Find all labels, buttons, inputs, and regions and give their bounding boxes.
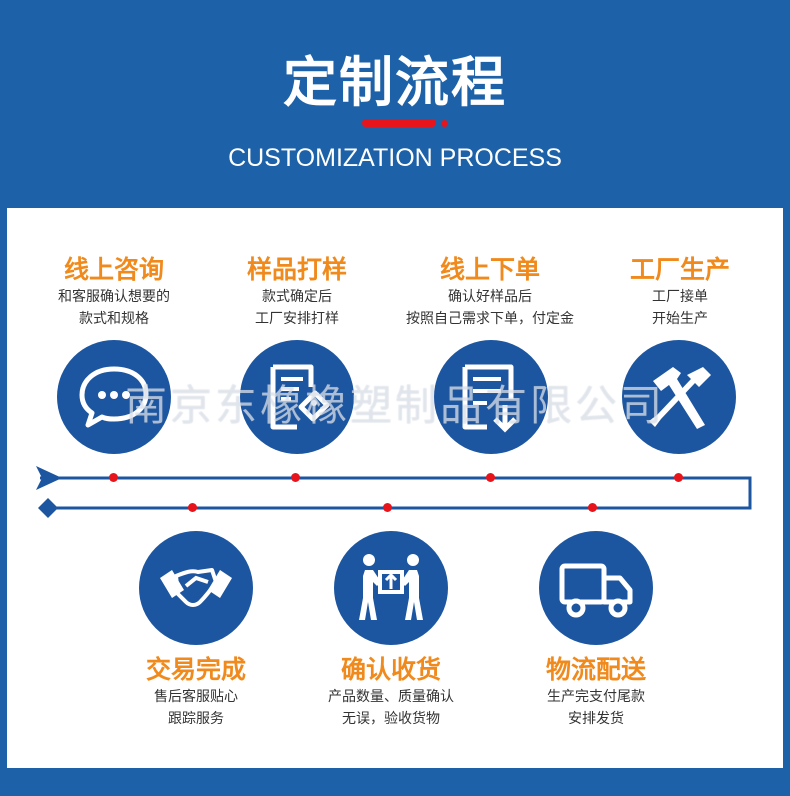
step-icon-circle [334, 531, 448, 645]
step-icon-circle [434, 340, 548, 454]
timeline-dot [291, 473, 300, 482]
step-desc: 确认好样品后 [448, 289, 532, 305]
step-desc: 产品数量、质量确认 [328, 689, 454, 705]
hammer-screwdriver-icon [649, 367, 711, 429]
timeline-arrow-icon [36, 466, 62, 490]
step-logistics-delivery: 物流配送 生产完支付尾款 安排发货 [521, 654, 671, 730]
step-desc: 售后客服贴心 [154, 689, 238, 705]
title-underline-bar [362, 119, 436, 127]
step-icon-circle [139, 531, 253, 645]
timeline-dot [674, 473, 683, 482]
step-desc: 和客服确认想要的 [58, 289, 170, 305]
process-panel [7, 208, 783, 768]
package-handover-icon [359, 554, 423, 620]
step-title: 线上下单 [439, 255, 540, 284]
step-desc: 工厂安排打样 [255, 311, 339, 327]
step-title: 交易完成 [145, 655, 246, 684]
step-title: 样品打样 [246, 255, 347, 284]
step-icon-circle [539, 531, 653, 645]
step-factory-production: 工厂生产 工厂接单 开始生产 [605, 254, 755, 330]
timeline-dot [188, 503, 197, 512]
delivery-truck-icon [559, 563, 633, 618]
step-title: 工厂生产 [629, 255, 730, 284]
timeline-dot [383, 503, 392, 512]
step-desc: 安排发货 [568, 711, 624, 727]
page-subtitle: CUSTOMIZATION PROCESS [228, 144, 562, 172]
step-desc: 按照自己需求下单，付定金 [406, 311, 574, 327]
handshake-icon [160, 568, 232, 607]
step-online-consult: 线上咨询 和客服确认想要的 款式和规格 [39, 254, 189, 330]
step-title: 线上咨询 [63, 255, 164, 284]
header: 定制流程 CUSTOMIZATION PROCESS [0, 0, 790, 208]
step-desc: 款式和规格 [79, 311, 149, 327]
step-desc: 款式确定后 [262, 289, 332, 305]
timeline-diamond-icon [38, 498, 58, 518]
step-title: 物流配送 [545, 655, 646, 684]
step-confirm-receipt: 确认收货 产品数量、质量确认 无误，验收货物 [306, 654, 476, 730]
step-icon-circle [622, 340, 736, 454]
step-icon-circle [240, 340, 354, 454]
page-title: 定制流程 [283, 51, 507, 114]
timeline-dot [109, 473, 118, 482]
step-icon-circle [57, 340, 171, 454]
timeline-dot [486, 473, 495, 482]
step-sampling: 样品打样 款式确定后 工厂安排打样 [222, 254, 372, 330]
document-tag-icon [270, 364, 330, 430]
step-desc: 跟踪服务 [168, 711, 224, 727]
step-desc: 生产完支付尾款 [547, 689, 645, 705]
step-desc: 无误，验收货物 [342, 711, 440, 727]
title-underline-dot [441, 120, 448, 127]
step-desc: 工厂接单 [652, 289, 708, 305]
step-title: 确认收货 [340, 655, 441, 684]
chat-bubble-icon [79, 366, 149, 428]
timeline-dot [588, 503, 597, 512]
step-transaction-complete: 交易完成 售后客服贴心 跟踪服务 [121, 654, 271, 730]
step-desc: 开始生产 [652, 311, 708, 327]
step-online-order: 线上下单 确认好样品后 按照自己需求下单，付定金 [390, 254, 590, 330]
document-download-icon [462, 364, 517, 433]
